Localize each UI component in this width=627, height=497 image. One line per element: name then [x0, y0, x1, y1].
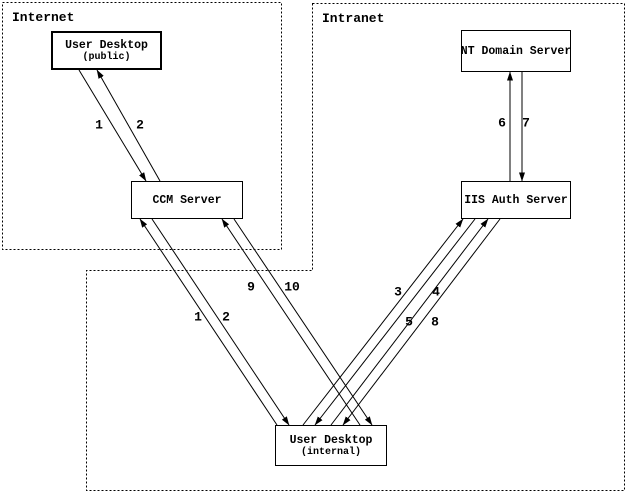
- internet-zone-label: Internet: [12, 10, 75, 25]
- node-title: IIS Auth Server: [464, 193, 568, 207]
- internet-zone-outline: [2, 2, 282, 250]
- flow-label-9: 9: [247, 279, 255, 295]
- flow-label-10: 10: [284, 279, 300, 295]
- flow-label-7: 7: [522, 115, 530, 131]
- flow-2-ccm-to-internal: [151, 218, 290, 426]
- node-subtitle: (internal): [300, 446, 361, 458]
- flow-10-ccm-to-internal: [233, 218, 373, 426]
- intranet-zone-label: Intranet: [322, 11, 385, 26]
- flow-label-8: 8: [431, 314, 439, 330]
- flow-label-2-internal: 2: [222, 309, 230, 325]
- flow-1-internal-to-ccm: [139, 218, 278, 426]
- flow-4-iis-to-internal: [314, 218, 476, 426]
- flow-1-public-to-ccm: [78, 69, 147, 182]
- node-user-desktop-public: User Desktop (public): [51, 31, 162, 70]
- flow-9-internal-to-ccm: [221, 218, 361, 426]
- flow-2-ccm-to-public: [96, 69, 161, 182]
- node-nt-domain-server: NT Domain Server: [461, 30, 571, 72]
- flow-label-1-internal: 1: [194, 309, 202, 325]
- flow-label-6: 6: [498, 115, 506, 131]
- node-title: NT Domain Server: [460, 44, 572, 58]
- node-title: CCM Server: [152, 193, 222, 207]
- flow-5-internal-to-iis: [330, 218, 489, 426]
- node-ccm-server: CCM Server: [131, 181, 243, 219]
- node-title: User Desktop: [65, 38, 148, 52]
- flow-label-1-public: 1: [95, 117, 103, 133]
- flow-3-internal-to-iis: [302, 218, 464, 426]
- node-user-desktop-internal: User Desktop (internal): [275, 425, 387, 466]
- node-subtitle: (public): [82, 51, 131, 63]
- node-iis-auth-server: IIS Auth Server: [461, 181, 571, 219]
- intranet-zone-outline: [86, 3, 625, 491]
- flow-label-3: 3: [394, 284, 402, 300]
- flow-label-5: 5: [405, 314, 413, 330]
- flow-label-2-public: 2: [136, 117, 144, 133]
- flow-label-4: 4: [432, 284, 440, 300]
- node-title: User Desktop: [289, 433, 373, 447]
- flow-8-iis-to-internal: [342, 218, 501, 426]
